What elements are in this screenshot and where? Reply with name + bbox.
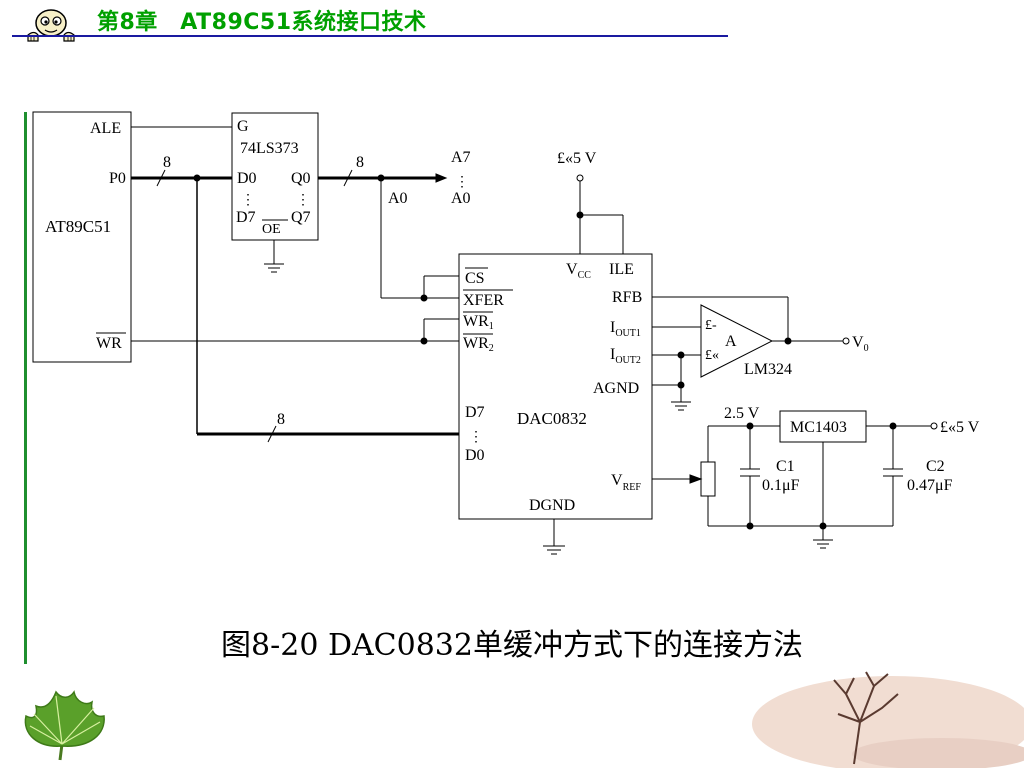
wr-junction xyxy=(420,337,428,345)
chapter-title: 第8章 AT89C51系统接口技术 xyxy=(97,10,427,35)
latch-pin-oe: OE xyxy=(262,222,281,237)
c1-value: 0.1μF xyxy=(762,477,800,494)
output-label: V0 xyxy=(852,334,869,354)
dac-pin-vref: VREF xyxy=(611,472,641,493)
q-bus-slash xyxy=(343,169,353,187)
mcu-pin-p0: P0 xyxy=(109,170,126,187)
data-bus-slash xyxy=(267,425,277,443)
opamp-triangle xyxy=(700,304,774,378)
q-bus-width: 8 xyxy=(356,154,364,171)
p0-bus-slash xyxy=(156,169,166,187)
latch-pin-d0: D0 xyxy=(237,170,257,187)
output-terminal xyxy=(842,337,850,345)
pot-wiper-arrow xyxy=(689,474,703,484)
dac-pin-agnd: AGND xyxy=(593,380,639,397)
mc1403-label: MC1403 xyxy=(790,419,847,436)
supply-terminal xyxy=(576,174,584,182)
c1-ground-junction xyxy=(746,522,754,530)
data-bus-width: 8 xyxy=(277,411,285,428)
dac-pin-iout2: IOUT2 xyxy=(610,346,641,366)
supply-top-label: £«5 V xyxy=(557,150,597,167)
dac-pin-cs: CS xyxy=(465,270,485,287)
latch-pin-q7: Q7 xyxy=(291,209,311,226)
address-dots: ⋮ xyxy=(455,175,469,190)
dac-pin-vcc: VCC xyxy=(566,261,591,281)
figure-caption: 图8-20 DAC0832单缓冲方式下的连接方法 xyxy=(221,628,803,663)
dac-pin-iout1: IOUT1 xyxy=(610,319,641,339)
c2-value: 0.47μF xyxy=(907,477,953,494)
ref-ground-icon xyxy=(813,539,833,549)
c2-name: C2 xyxy=(926,458,945,475)
dac-pin-d0: D0 xyxy=(465,447,485,464)
opamp-label: A xyxy=(725,333,737,350)
latch-label: 74LS373 xyxy=(240,140,299,157)
dac-pin-rfb: RFB xyxy=(612,289,642,306)
dac-pin-dgnd: DGND xyxy=(529,497,575,514)
opamp-name: LM324 xyxy=(744,361,792,378)
mcu-pin-wr: WR xyxy=(96,335,122,352)
latch-dots-d: ⋮ xyxy=(241,193,255,208)
opamp-plus: £« xyxy=(705,348,719,363)
latch-pin-d7: D7 xyxy=(236,209,256,226)
c1-name: C1 xyxy=(776,458,795,475)
slide-header: 第8章 AT89C51系统接口技术 xyxy=(0,0,1024,44)
address-a7: A7 xyxy=(451,149,471,166)
q-bus-arrowhead xyxy=(435,173,448,183)
dac-pin-d7: D7 xyxy=(465,404,485,421)
dac-pin-ile: ILE xyxy=(609,261,634,278)
dac-label: DAC0832 xyxy=(517,409,587,428)
dac-pin-dots: ⋮ xyxy=(469,430,483,445)
mcu-label: AT89C51 xyxy=(45,217,111,236)
agnd-ground-icon xyxy=(671,401,691,411)
left-accent-bar xyxy=(24,112,27,664)
p0-bus-width: 8 xyxy=(163,154,171,171)
mcu-box xyxy=(32,111,132,363)
mcu-pin-ale: ALE xyxy=(90,120,121,137)
leaf-decoration xyxy=(24,690,105,761)
ref-supply-label: £«5 V xyxy=(940,419,980,436)
dac-pin-wr1: WR1 xyxy=(463,313,494,332)
header-divider xyxy=(12,35,728,37)
cs-xfer-junction xyxy=(420,294,428,302)
reference-voltage: 2.5 V xyxy=(724,405,760,422)
ref-supply-terminal xyxy=(930,422,938,430)
circuit-diagram: AT89C51 ALE P0 WR G 74LS373 D0 Q0 ⋮ ⋮ D7… xyxy=(32,111,980,555)
latch-ground-icon xyxy=(264,263,284,273)
potentiometer xyxy=(700,461,716,497)
address-a0: A0 xyxy=(451,190,471,207)
dac-pin-wr2: WR2 xyxy=(463,335,494,354)
opamp-minus: £- xyxy=(705,318,717,333)
latch-pin-q0: Q0 xyxy=(291,170,311,187)
latch-dots-q: ⋮ xyxy=(296,193,310,208)
a0-tap-label: A0 xyxy=(388,190,408,207)
dac-pin-xfer: XFER xyxy=(463,292,504,309)
latch-pin-g: G xyxy=(237,118,249,135)
tree-landscape-decoration xyxy=(752,671,1024,768)
dac-box xyxy=(458,253,653,520)
dac-ground-icon xyxy=(543,545,565,555)
